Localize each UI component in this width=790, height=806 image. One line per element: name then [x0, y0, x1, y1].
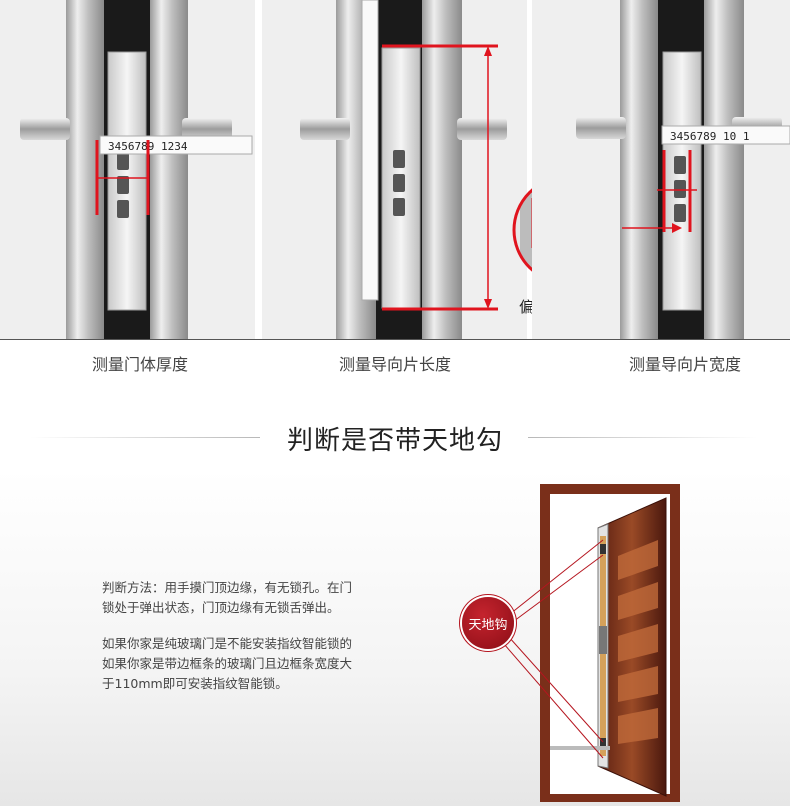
photo-measure-guide-width: 3456789 10 1	[532, 0, 790, 340]
section-title: 判断是否带天地勾	[286, 426, 503, 456]
caption-door-thickness: 测量门体厚度	[91, 355, 188, 374]
photo-measure-door-thickness: 3456789 1234	[0, 0, 255, 340]
title-rule-right	[528, 437, 758, 438]
photo-measure-guide-length	[262, 0, 527, 340]
divider	[0, 339, 790, 340]
caption-guide-width: 测量导向片宽度	[628, 355, 741, 374]
ruler-text-3: 3456789 10 1	[670, 130, 749, 143]
caption-guide-length: 测量导向片长度	[338, 355, 451, 374]
badge-floor-ceiling-hook: 天地钩	[462, 597, 514, 649]
title-rule-left	[30, 437, 260, 438]
method-paragraph: 判断方法：用手摸门顶边缘，有无锁孔。在门 锁处于弹出状态，门顶边缘有无锁舌弹出。	[102, 580, 353, 615]
glass-door-paragraph: 如果你家是纯玻璃门是不能安装指纹智能锁的 如果你家是带边框条的玻璃门且边框条宽度…	[102, 636, 353, 691]
